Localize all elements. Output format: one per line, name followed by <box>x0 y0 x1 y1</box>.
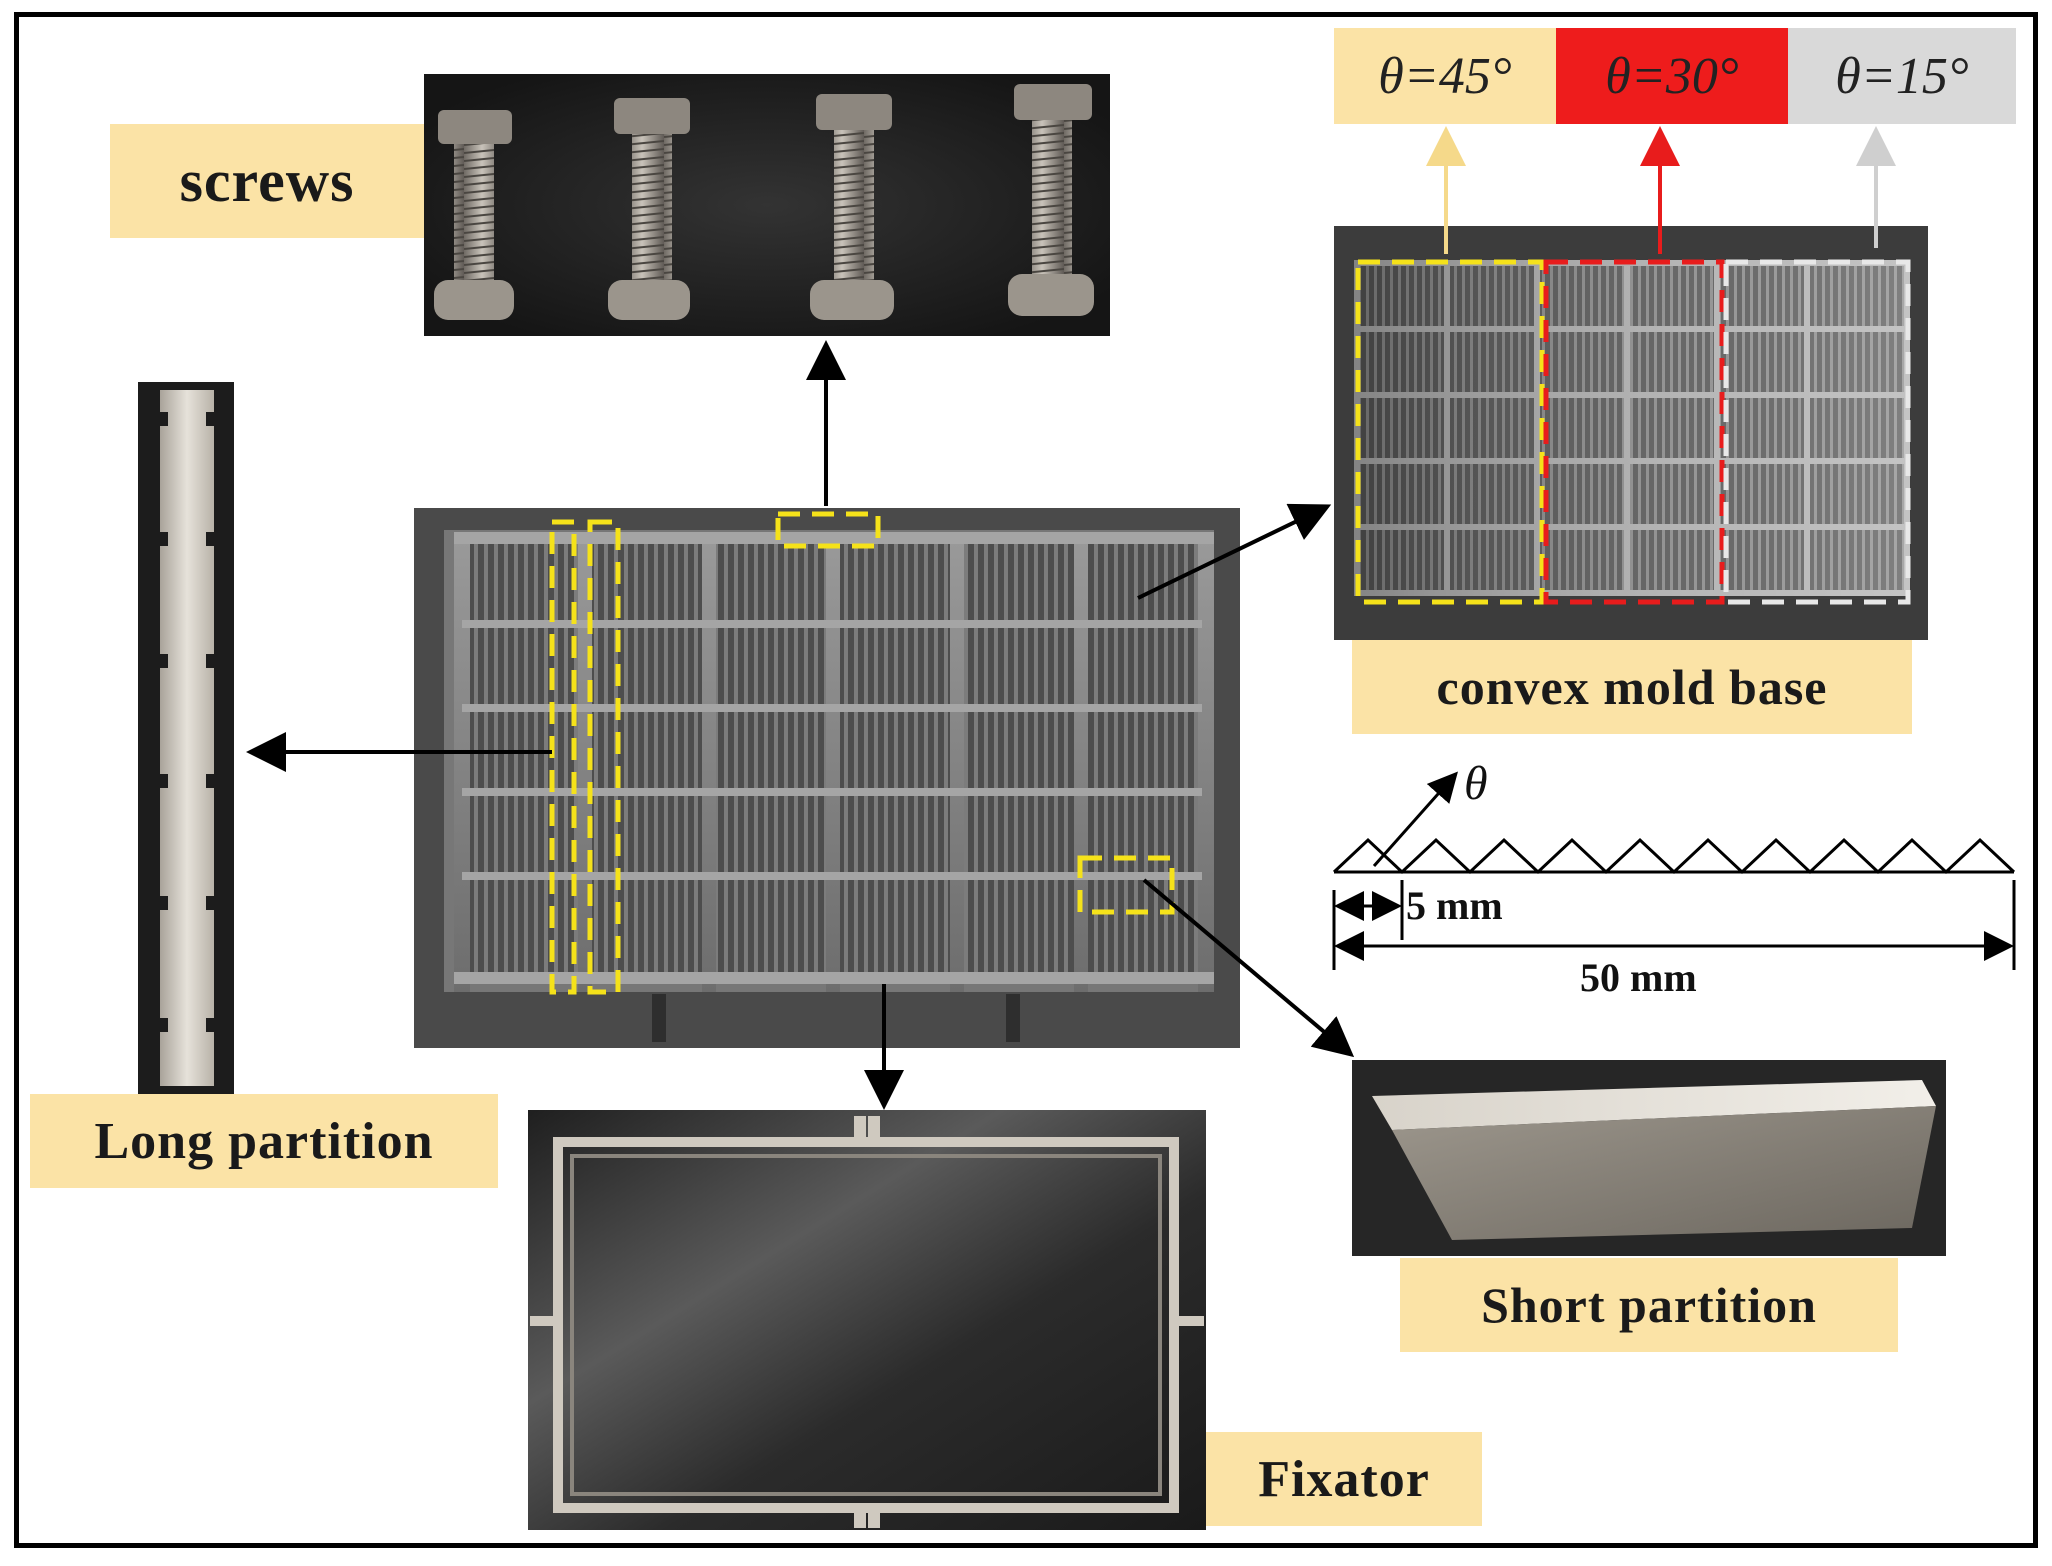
long-partition-highlight-2 <box>587 519 621 995</box>
short-partition-photo <box>1352 1060 1946 1256</box>
theta-15-region <box>1723 259 1911 605</box>
theta-symbol: θ <box>1464 757 1488 810</box>
convex-mold-base-label: convex mold base <box>1352 640 1912 734</box>
angle-15-box: θ=15° <box>1788 28 2016 124</box>
assembled-mold-photo <box>414 508 1240 1048</box>
long-partition-label: Long partition <box>30 1094 498 1188</box>
theta-30-region <box>1543 259 1725 605</box>
long-partition-highlight-1 <box>549 519 577 995</box>
convex-mold-base-photo <box>1334 226 1928 640</box>
theta-45-region <box>1355 259 1545 605</box>
fixator-label: Fixator <box>1206 1432 1482 1526</box>
length-dimension: 50 mm <box>1580 955 1697 1000</box>
screw-1 <box>434 110 514 320</box>
angle-30-box: θ=30° <box>1556 28 1788 124</box>
screw-4 <box>1008 84 1094 316</box>
long-partition-photo <box>138 382 234 1094</box>
pitch-dimension: 5 mm <box>1406 883 1503 928</box>
screws-label: screws <box>110 124 424 238</box>
angle-45-box: θ=45° <box>1334 28 1556 124</box>
fixator-photo <box>528 1110 1206 1530</box>
short-partition-label: Short partition <box>1400 1258 1898 1352</box>
screw-2 <box>608 98 690 320</box>
screw-3 <box>810 94 894 320</box>
screws-photo <box>424 74 1110 336</box>
screw-highlight <box>775 511 881 549</box>
